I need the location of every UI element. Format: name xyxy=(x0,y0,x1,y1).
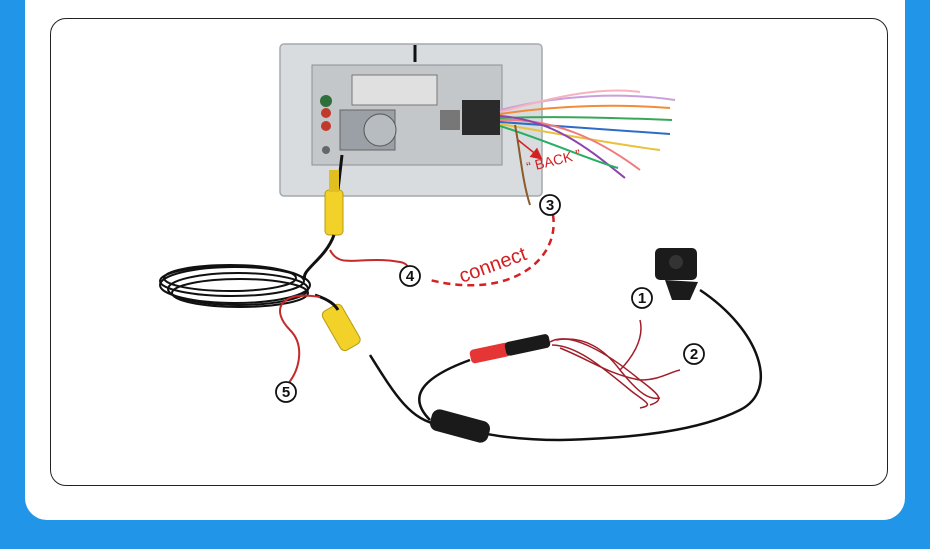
red-wire-4 xyxy=(329,249,410,281)
connect-dashed-line xyxy=(429,214,555,287)
coiled-extension-cable xyxy=(159,264,311,308)
red-wire-bundle xyxy=(549,319,681,409)
power-plug xyxy=(469,334,551,364)
svg-text:5: 5 xyxy=(282,384,290,401)
wire-harness xyxy=(499,89,676,179)
marker-2: 2 xyxy=(683,343,705,365)
marker-4: 4 xyxy=(399,265,421,287)
svg-text:2: 2 xyxy=(690,346,698,363)
svg-text:1: 1 xyxy=(638,290,646,307)
cable-junction xyxy=(429,409,491,443)
marker-1: 1 xyxy=(631,287,653,309)
rca-plug-bottom xyxy=(321,303,361,352)
marker-5: 5 xyxy=(275,381,297,403)
svg-text:4: 4 xyxy=(406,268,415,285)
svg-text:3: 3 xyxy=(546,197,554,214)
backup-camera xyxy=(655,248,698,300)
camera-cable xyxy=(368,288,763,442)
connect-label: connect xyxy=(456,243,530,288)
back-arrow xyxy=(517,139,543,160)
back-wire xyxy=(514,124,531,206)
marker-3: 3 xyxy=(539,194,561,216)
head-unit xyxy=(279,43,543,197)
red-wire-5 xyxy=(279,294,321,386)
